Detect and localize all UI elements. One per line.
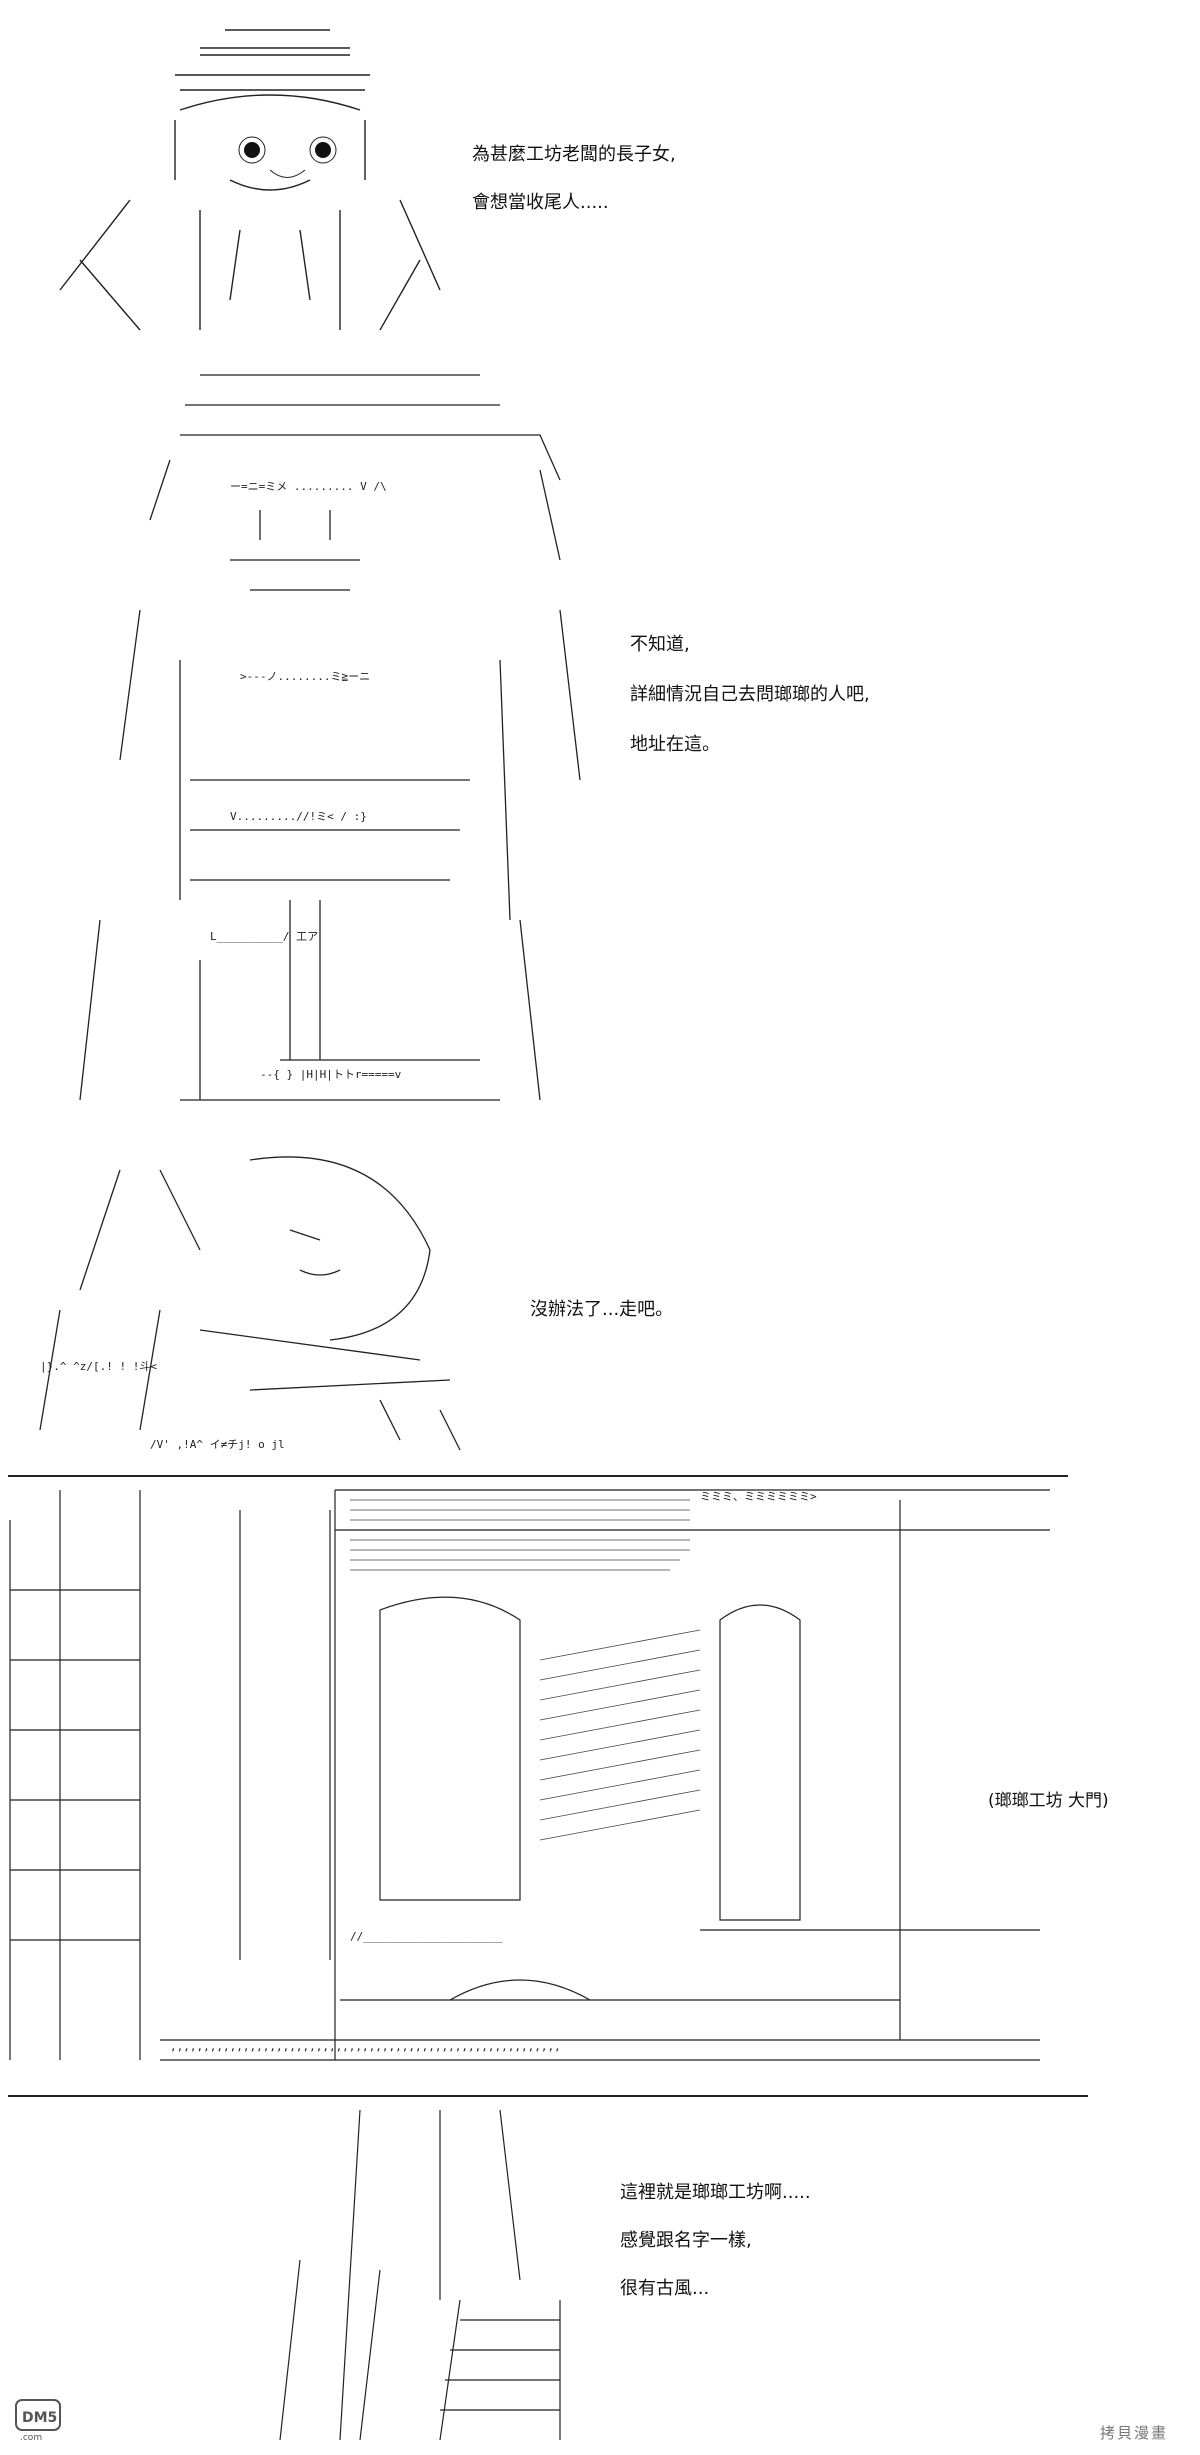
svg-text:DM5: DM5	[22, 2410, 57, 2426]
svg-text:ー=ニ=ミメ ......... V /\: ー=ニ=ミメ ......... V /\	[230, 480, 387, 493]
svg-text://_____________________: //_____________________	[350, 1930, 503, 1943]
svg-text:--{ } |H|H|トトr=====v: --{ } |H|H|トトr=====v	[260, 1068, 402, 1081]
svg-text:/V' ,!A^ イ≠チj! o jl: /V' ,!A^ イ≠チj! o jl	[150, 1438, 285, 1451]
panel-2-art: ー=ニ=ミメ ......... V /\ >---ノ........ミ≧ーニ …	[0, 360, 1200, 1120]
svg-text:,,,,,,,,,,,,,,,,,,,,,,,,,,,,,,: ,,,,,,,,,,,,,,,,,,,,,,,,,,,,,,,,,,,,,,,,…	[170, 2040, 561, 2053]
panel-2-line-3: 地址在這。	[630, 734, 720, 755]
panel-2-line-1: 不知道,	[630, 634, 690, 655]
panel-4-caption: (瑯瑯工坊 大門)	[988, 1791, 1109, 1811]
panel-1-art	[0, 0, 1200, 340]
svg-text:.com: .com	[20, 2433, 42, 2442]
svg-text:L__________/ 工ア: L__________/ 工ア	[210, 930, 318, 943]
svg-text:|}.^ ^z/[.! ! !斗<: |}.^ ^z/[.! ! !斗<	[40, 1360, 157, 1373]
panel-1-line-1: 為甚麼工坊老闆的長子女,	[472, 144, 676, 165]
watermark-logo-dm5: DM5 .com	[14, 2392, 74, 2443]
panel-3-line-1: 沒辦法了...走吧。	[530, 1299, 674, 1320]
panel-5-line-3: 很有古風...	[620, 2278, 710, 2299]
panel-5-line-1: 這裡就是瑯瑯工坊啊.....	[620, 2182, 811, 2203]
svg-text:>---ノ........ミ≧ーニ: >---ノ........ミ≧ーニ	[240, 670, 370, 683]
svg-text:ミミミ、ミミミミミミ>: ミミミ、ミミミミミミ>	[700, 1490, 817, 1503]
panel-1-line-2: 會想當收尾人.....	[472, 192, 609, 213]
divider-bottom	[8, 2095, 1088, 2097]
panel-5-art	[0, 2100, 1200, 2450]
svg-text:V.........//!ミ< / :}: V.........//!ミ< / :}	[230, 810, 367, 823]
panel-4-art: ミミミ、ミミミミミミ> //_____________________ ,,,,…	[0, 1480, 1200, 2090]
divider-top	[8, 1475, 1068, 1477]
panel-5-line-2: 感覺跟名字一樣,	[620, 2230, 752, 2251]
panel-2-line-2: 詳細情況自己去問瑯瑯的人吧,	[630, 684, 870, 705]
watermark-copy-manga: 拷貝漫畫	[1100, 2424, 1169, 2442]
panel-3-art: |}.^ ^z/[.! ! !斗< /V' ,!A^ イ≠チj! o jl	[0, 1130, 1200, 1460]
